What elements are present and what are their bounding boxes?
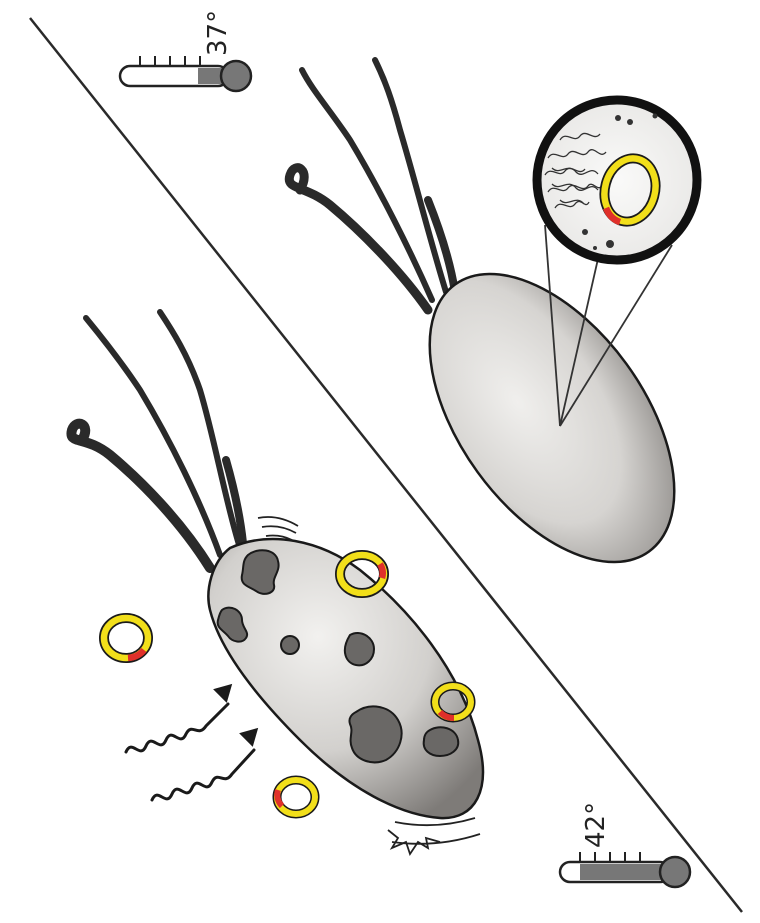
flagellum (71, 424, 210, 568)
flagella-damaged (71, 312, 243, 568)
bacterium-body (381, 230, 724, 605)
thermometer-bottom: 42° (560, 802, 690, 887)
bacterium-damaged (71, 312, 482, 854)
flagellum (86, 318, 220, 555)
heat-waves (126, 686, 256, 800)
temperature-label-top: 37° (203, 10, 233, 56)
thermometer-icon (560, 852, 690, 887)
thermometer-top: 37° (120, 10, 251, 91)
temperature-label-bottom: 42° (581, 802, 611, 848)
flagellum (302, 70, 432, 300)
flagella-healthy (289, 60, 455, 310)
thermometer-icon (120, 56, 251, 91)
magnifier-circle (537, 100, 697, 260)
heat-wave-arrow-icon (152, 730, 256, 800)
heat-wave-arrow-icon (126, 686, 230, 752)
flagellum (289, 168, 428, 310)
plasmid-ring (277, 780, 315, 814)
plasmid-ring (104, 618, 148, 658)
